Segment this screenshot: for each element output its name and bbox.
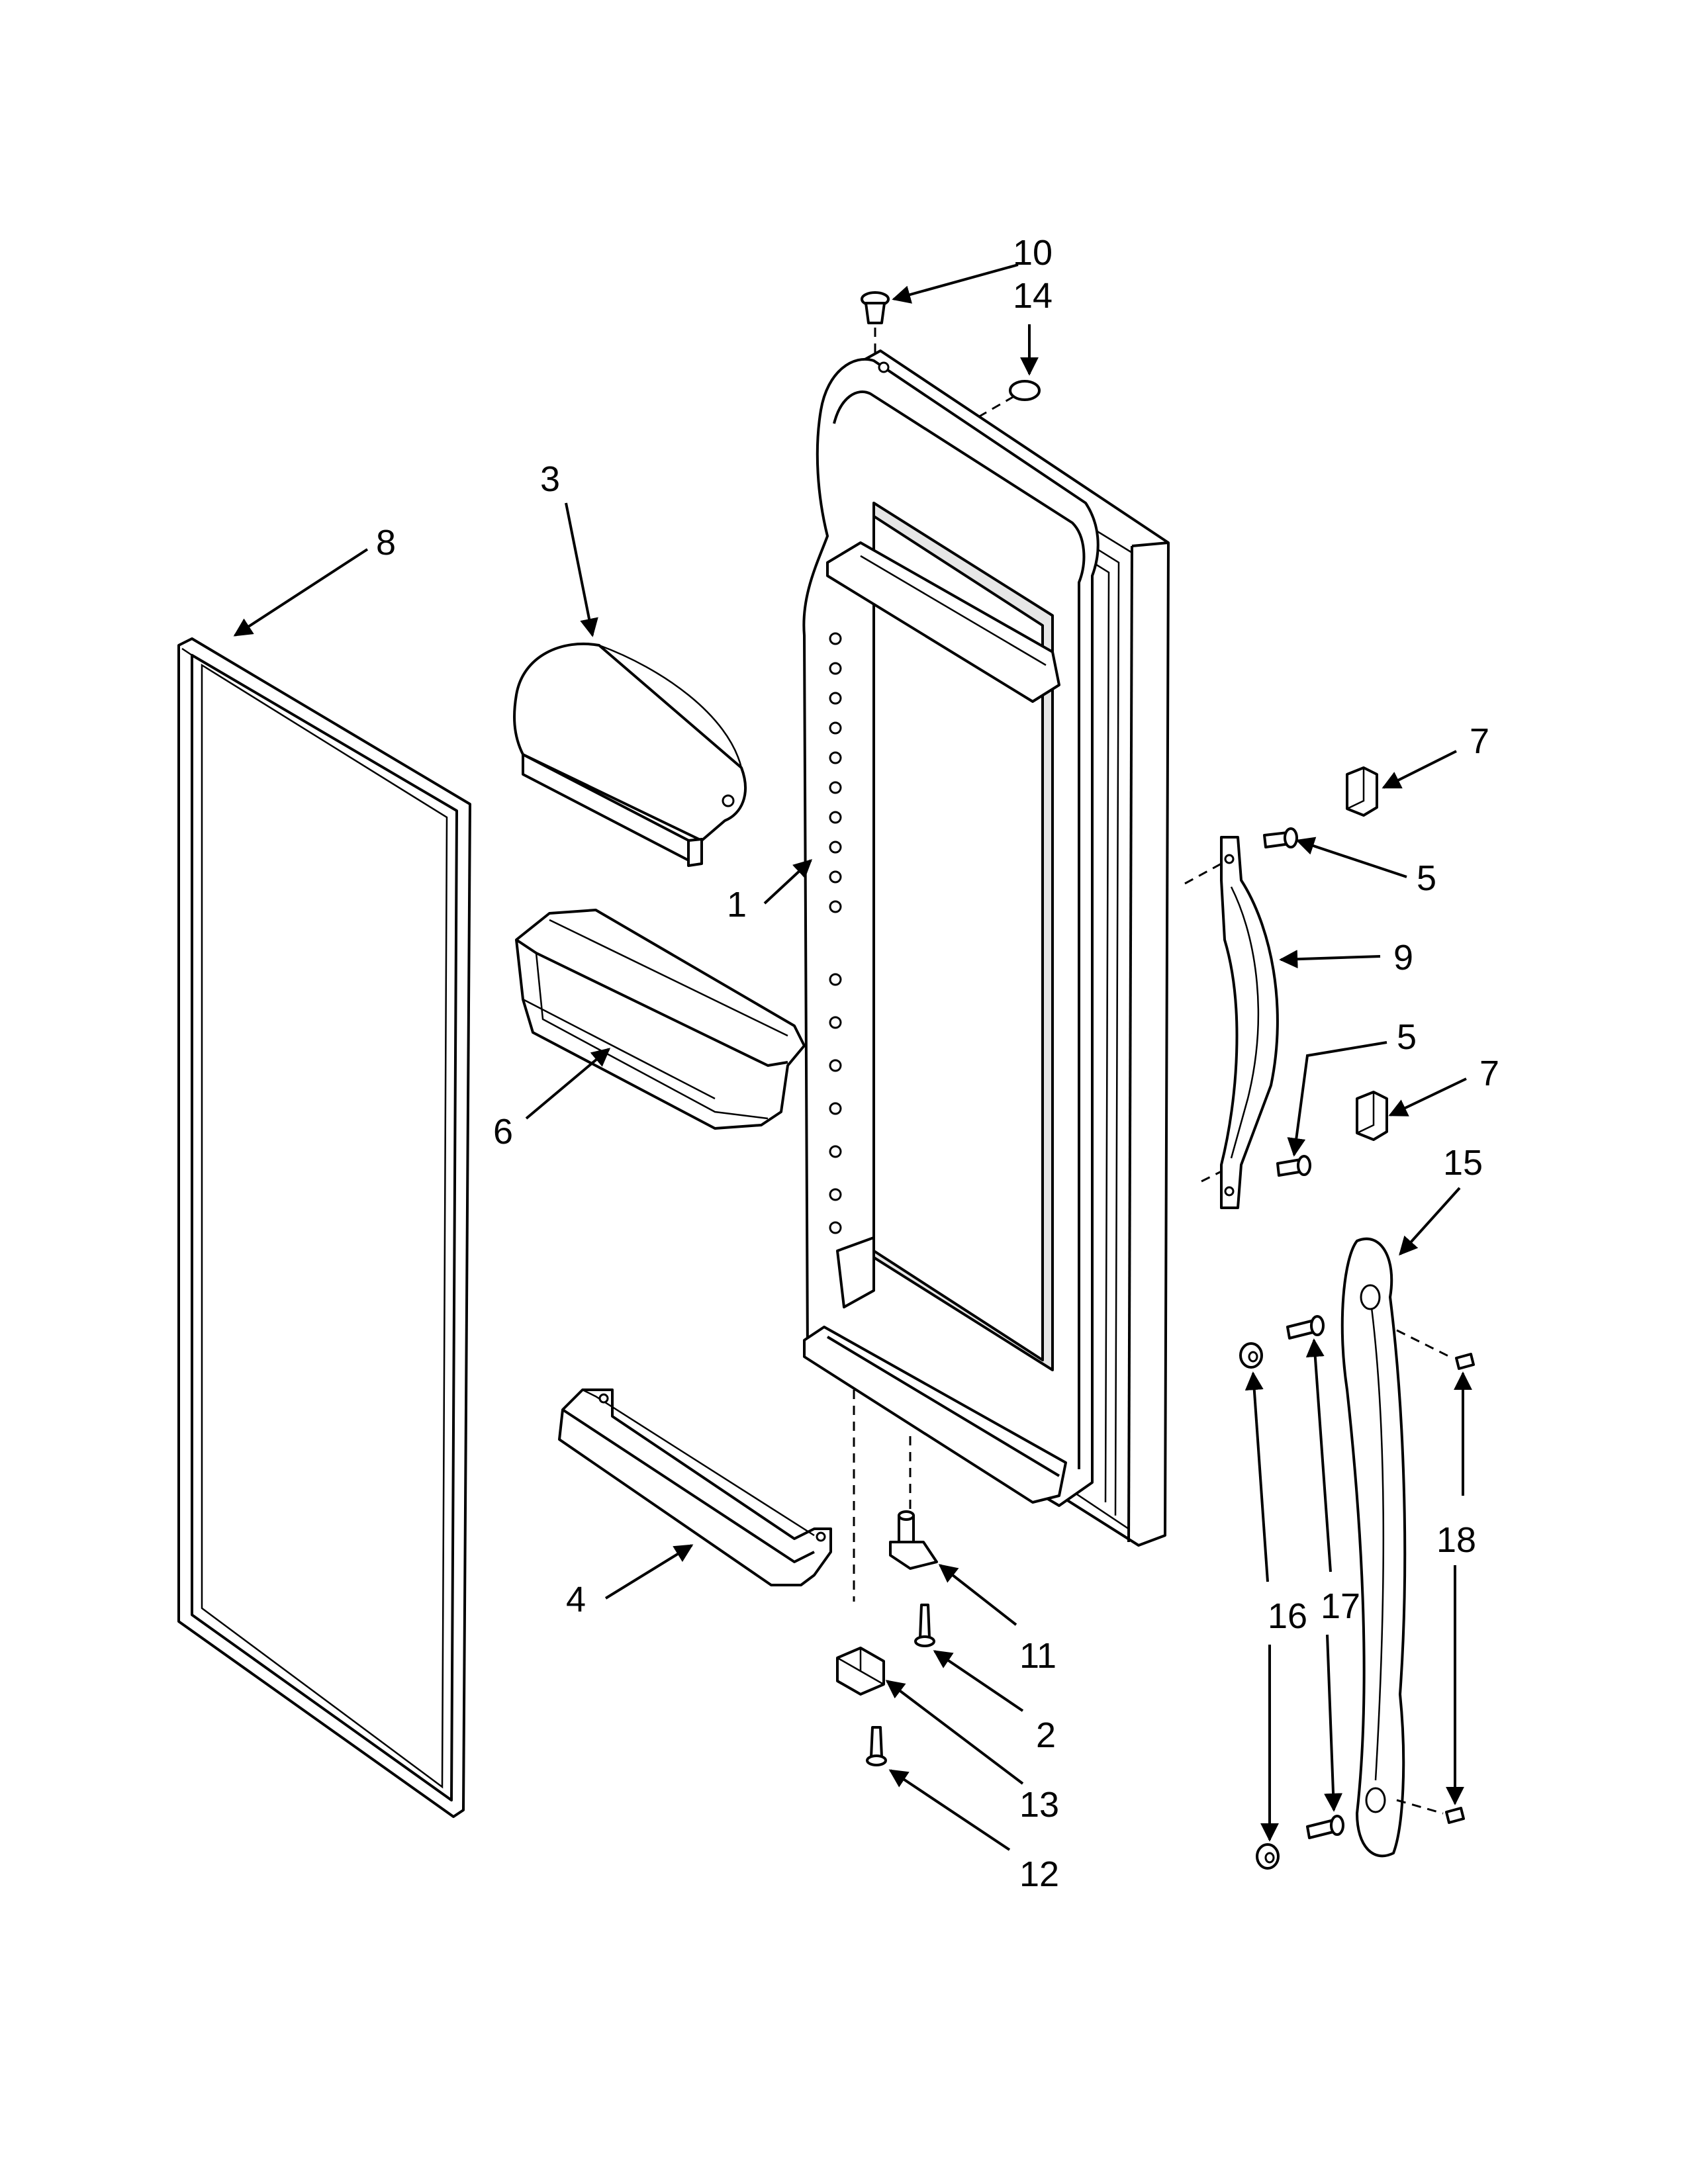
leader-lines (233, 263, 1472, 1851)
handle-screw-lower-part-5 (1276, 1155, 1311, 1177)
callout-labels: 8 3 1 6 4 10 14 7 5 9 5 7 15 11 2 13 12 … (376, 233, 1499, 1894)
set-screw-lower-part-18 (1445, 1807, 1465, 1824)
callout-2: 2 (1036, 1715, 1056, 1755)
door-assembly-part-1 (802, 349, 1170, 1602)
callout-18: 18 (1436, 1520, 1476, 1560)
hinge-bracket-part-13 (836, 1647, 885, 1696)
hinge-pin-part-11 (889, 1510, 938, 1570)
callout-8: 8 (376, 523, 396, 563)
trim-screw-lower-part-17 (1306, 1815, 1344, 1839)
handle-screw-upper-part-5 (1263, 827, 1298, 848)
callout-7-upper: 7 (1470, 721, 1489, 761)
door-shelf-rail-part-4 (558, 1388, 832, 1586)
spacer-lower-part-16 (1256, 1843, 1280, 1870)
callout-15: 15 (1443, 1143, 1483, 1183)
spacer-upper-part-16 (1239, 1342, 1263, 1369)
trim-screw-upper-part-17 (1286, 1315, 1325, 1340)
door-liner-holes (829, 632, 842, 1234)
callout-3: 3 (540, 459, 560, 499)
callout-5-upper: 5 (1417, 858, 1436, 898)
callout-4: 4 (566, 1580, 586, 1619)
callout-7-lower: 7 (1479, 1054, 1499, 1093)
door-handle-part-9 (1184, 836, 1279, 1209)
callout-9: 9 (1393, 938, 1413, 978)
handle-trim-part-15 (1340, 1237, 1450, 1858)
door-bin-part-6 (515, 909, 806, 1130)
callout-10: 10 (1013, 233, 1053, 273)
callout-6: 6 (493, 1112, 513, 1152)
top-plug-part-10 (861, 291, 890, 357)
screw-part-12 (866, 1726, 887, 1766)
callout-12: 12 (1019, 1854, 1059, 1894)
handle-clip-upper-part-7 (1346, 766, 1378, 817)
door-gasket-part-8 (177, 637, 471, 1818)
o-ring-part-14 (978, 380, 1041, 418)
callout-5-lower: 5 (1397, 1017, 1417, 1057)
callout-13: 13 (1019, 1785, 1059, 1825)
set-screw-upper-part-18 (1455, 1353, 1475, 1370)
dairy-bin-cover-part-3 (513, 642, 747, 867)
callout-17: 17 (1321, 1586, 1360, 1626)
callout-14: 14 (1013, 276, 1053, 316)
handle-clip-lower-part-7 (1356, 1091, 1388, 1141)
screw-part-2 (914, 1604, 935, 1647)
callout-1: 1 (727, 885, 747, 925)
callout-16: 16 (1268, 1596, 1307, 1636)
callout-11: 11 (1019, 1636, 1056, 1676)
